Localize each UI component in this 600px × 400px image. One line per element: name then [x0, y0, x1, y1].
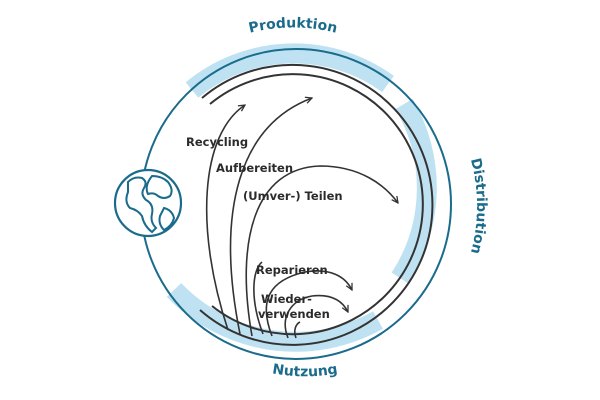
inner-ring-second [209, 73, 424, 336]
phase-label-usage: Nutzung [271, 361, 338, 380]
inner-ring [199, 63, 434, 346]
loop-label-verwenden: verwenden [258, 307, 330, 321]
loop-arrows [205, 98, 398, 339]
small-loop-1 [253, 261, 264, 335]
loop-label-reparieren: Reparieren [256, 263, 328, 277]
wiederverwenden-arrow [284, 294, 349, 339]
loop-label-recycling: Recycling [186, 135, 248, 149]
loop-label-aufbereiten: Aufbereiten [216, 161, 293, 175]
band-production [185, 43, 394, 98]
phase-label-distribution: Distribution [467, 157, 489, 256]
teilen-arrow [245, 165, 398, 337]
small-loop-2 [293, 321, 301, 339]
phase-label-production: Produktion [247, 15, 339, 36]
loop-label-wieder: Wieder- [261, 292, 312, 306]
globe-icon [113, 168, 183, 238]
loop-label-teilen: (Umver-) Teilen [243, 189, 343, 203]
aufbereiten-arrow [229, 98, 312, 335]
recycling-arrow [205, 105, 245, 331]
reparieren-arrow [265, 270, 353, 337]
